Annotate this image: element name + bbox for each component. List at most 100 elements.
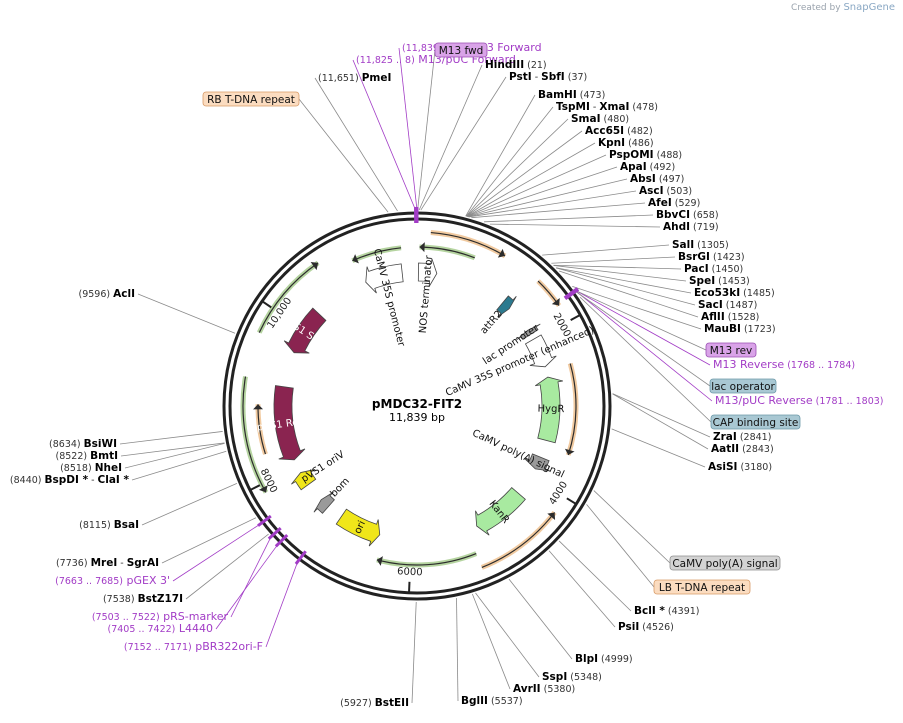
feature-arrow[interactable] [524,453,551,472]
site-label[interactable]: Acc65I (482) [585,125,653,137]
restriction-site[interactable]: (8522) BmtI [56,450,119,462]
restriction-site[interactable]: (8634) BsiWI [49,438,117,450]
site-label[interactable]: SalI (1305) [672,239,729,251]
site-label[interactable]: PacI (1450) [684,263,743,275]
callout-box[interactable] [434,42,488,58]
site-label[interactable]: TspMI - XmaI (478) [556,101,658,113]
feature-arrow[interactable] [313,491,335,514]
feature-arrow[interactable] [535,376,563,444]
restriction-site[interactable]: HindIII (21) [485,59,547,71]
restriction-site[interactable]: TspMI - XmaI (478) [556,101,658,113]
restriction-site[interactable]: AfeI (529) [648,197,700,209]
site-label[interactable]: (7663 .. 7685) pGEX 3' [55,574,170,587]
callout-rb-t-dna-repeat[interactable]: RB T-DNA repeat [202,91,300,107]
site-label[interactable]: AfeI (529) [648,197,700,209]
callout-camv-poly-a-signal[interactable]: CaMV poly(A) signal [669,555,781,571]
site-label[interactable]: (8522) BmtI [56,450,119,462]
callout-box[interactable] [705,342,757,358]
restriction-site[interactable]: Acc65I (482) [585,125,653,137]
callout-box[interactable] [202,91,300,107]
feature-arrow[interactable] [417,258,438,287]
restriction-site[interactable]: ApaI (492) [620,161,675,173]
feature-arrow[interactable] [365,263,404,294]
site-label[interactable]: BlpI (4999) [575,653,633,665]
primer-site[interactable]: M13/pUC Reverse (1781 .. 1803) [564,288,884,407]
primer-site[interactable]: (7405 .. 7422) L4440 [108,533,289,635]
site-label[interactable]: AvrII (5380) [513,683,575,695]
callout-box[interactable] [669,555,781,571]
restriction-site[interactable]: BbvCI (658) [656,209,719,221]
feature-arrow[interactable] [273,385,306,461]
site-label[interactable]: SpeI (1453) [689,275,750,287]
restriction-site[interactable]: (8440) BspDI * - ClaI * [10,474,130,486]
site-label[interactable]: (7405 .. 7422) L4440 [108,622,213,635]
restriction-site[interactable]: (7736) MreI - SgrAI [56,557,159,569]
restriction-site[interactable]: SalI (1305) [672,239,729,251]
site-label[interactable]: AbsI (497) [630,173,684,185]
site-label[interactable]: MauBI (1723) [704,323,776,335]
restriction-site[interactable]: AvrII (5380) [513,683,575,695]
feature-arrow[interactable] [516,323,541,340]
site-label[interactable]: SspI (5348) [542,671,602,683]
site-label[interactable]: M13/pUC Reverse (1781 .. 1803) [715,394,884,407]
feature-kanr[interactable]: KanR [475,487,526,536]
feature-attr2[interactable]: attR2 [479,295,517,336]
restriction-site[interactable]: SmaI (480) [571,113,629,125]
site-label[interactable]: (7503 .. 7522) pRS-marker [92,610,229,623]
restriction-site[interactable]: (8115) BsaI [79,519,139,531]
callout-m13-rev[interactable]: M13 rev [705,342,757,358]
site-label[interactable]: AsiSI (3180) [708,461,772,473]
restriction-site[interactable]: (7538) BstZ17I [103,593,183,605]
site-label[interactable]: Eco53kI (1485) [694,287,775,299]
primer-site[interactable]: (7663 .. 7685) pGEX 3' [55,514,272,587]
site-label[interactable]: (8634) BsiWI [49,438,117,450]
restriction-site[interactable]: PacI (1450) [684,263,743,275]
callout-cap-binding-site[interactable]: CAP binding site [710,414,801,430]
site-label[interactable]: AflII (1528) [701,311,759,323]
restriction-site[interactable]: AatII (2843) [711,443,774,455]
feature-arrow[interactable] [291,469,317,491]
site-label[interactable]: ApaI (492) [620,161,675,173]
site-label[interactable]: BbvCI (658) [656,209,719,221]
site-label[interactable]: AscI (503) [639,185,692,197]
site-label[interactable]: SacI (1487) [698,299,757,311]
feature-bom[interactable]: bom [313,476,352,514]
feature-arrow[interactable] [475,487,526,536]
restriction-site[interactable]: BlpI (4999) [575,653,633,665]
restriction-site[interactable]: (9596) AclI [79,288,135,300]
restriction-site[interactable]: KpnI (486) [598,137,654,149]
site-label[interactable]: PspOMI (488) [609,149,682,161]
site-label[interactable]: (7152 .. 7171) pBR322ori-F [124,640,263,653]
restriction-site[interactable]: AflII (1528) [701,311,759,323]
site-label[interactable]: PstI - SbfI (37) [509,71,587,83]
restriction-site[interactable]: (11,651) PmeI [318,72,391,84]
feature-arrow[interactable] [335,508,381,547]
site-label[interactable]: AhdI (719) [663,221,719,233]
restriction-site[interactable]: PsiI (4526) [618,621,674,633]
restriction-site[interactable]: BclI * (4391) [634,605,700,617]
restriction-site[interactable]: BglII (5537) [461,695,523,707]
primer-site[interactable]: (7152 .. 7171) pBR322ori-F [124,550,307,653]
restriction-site[interactable]: MauBI (1723) [704,323,776,335]
feature-arrow[interactable] [496,295,517,318]
restriction-site[interactable]: (8518) NheI [60,462,122,474]
site-label[interactable]: HindIII (21) [485,59,547,71]
feature-hygr[interactable]: HygR [535,376,564,444]
primer-site[interactable]: (7503 .. 7522) pRS-marker [92,526,282,623]
site-label[interactable]: (5927) BstEII [340,697,409,709]
site-label[interactable]: AatII (2843) [711,443,774,455]
site-label[interactable]: PsiI (4526) [618,621,674,633]
restriction-site[interactable]: AscI (503) [639,185,692,197]
callout-m13-fwd[interactable]: M13 fwd [434,42,488,58]
restriction-site[interactable]: Eco53kI (1485) [694,287,775,299]
feature-camv-35s-promoter[interactable]: CaMV 35S promoter [365,248,407,349]
restriction-site[interactable]: BsrGI (1423) [678,251,745,263]
site-label[interactable]: SmaI (480) [571,113,629,125]
site-label[interactable]: (9596) AclI [79,288,135,300]
site-label[interactable]: (11,651) PmeI [318,72,391,84]
feature-nos-terminator[interactable]: NOS terminator [417,254,438,334]
site-label[interactable]: BsrGI (1423) [678,251,745,263]
site-label[interactable]: (8518) NheI [60,462,122,474]
site-label[interactable]: BglII (5537) [461,695,523,707]
site-label[interactable]: (7736) MreI - SgrAI [56,557,159,569]
